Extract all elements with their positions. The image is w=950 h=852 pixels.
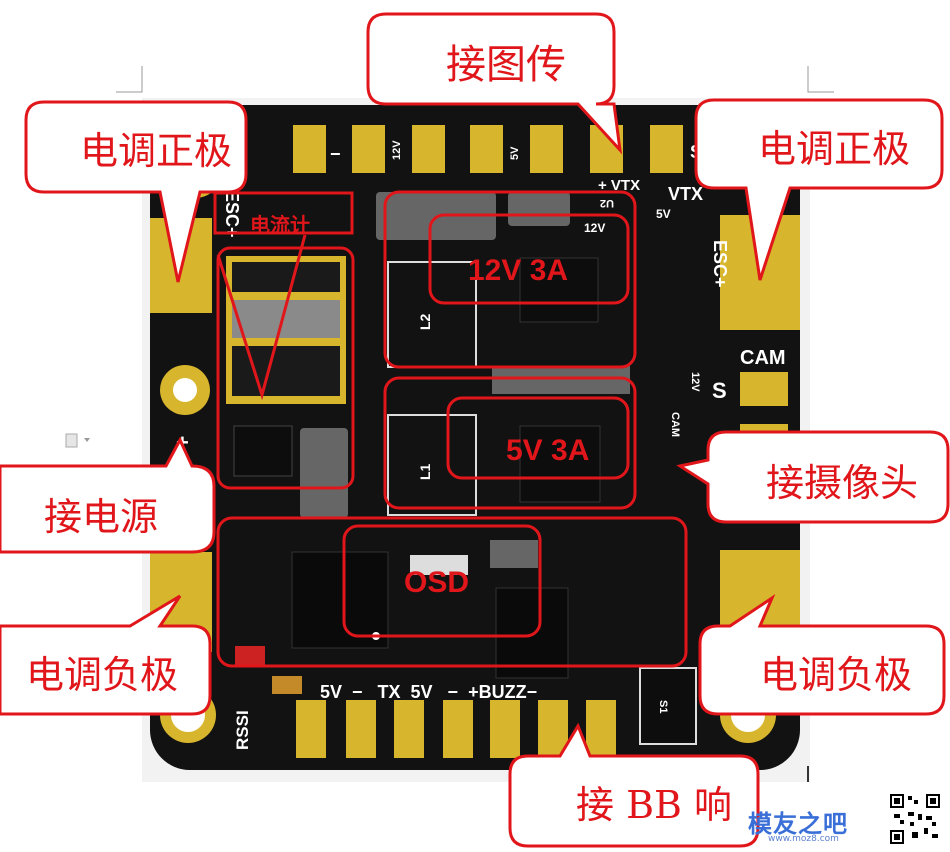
callout-camera-text: 接摄像头: [766, 461, 918, 505]
qr-code-icon: [888, 792, 942, 846]
silk-l1: L1: [417, 463, 433, 480]
silk-bottom-row: 5V − TX 5V − +BUZZ−: [320, 682, 537, 702]
callout-buzzer-text: 接 BB 响: [576, 783, 732, 827]
silk-vtx-main: VTX: [668, 184, 703, 204]
silk-l2: L2: [417, 313, 433, 330]
label-12v: 12V 3A: [468, 254, 568, 287]
callout-power: 接电源: [0, 436, 216, 554]
silk-u2: U2: [600, 197, 614, 209]
silk-vtx-plus: + VTX: [598, 177, 640, 194]
callout-power-text: 接电源: [44, 495, 158, 539]
label-5v: 5V 3A: [506, 434, 589, 467]
callout-esc-negative-left: 电调负极: [0, 594, 212, 716]
page-corner-marks: [116, 66, 834, 782]
callout-buzzer: 接 BB 响: [508, 722, 760, 848]
callout-vtx-text: 接图传: [446, 42, 566, 88]
current-meter-box: [213, 191, 354, 235]
callout-esc-positive-right-text: 电调正极: [758, 127, 910, 171]
silk-esc-right: ESC+: [710, 240, 730, 288]
callout-esc-positive-left-text: 电调正极: [80, 129, 232, 173]
silk-esc-left: ESC+: [222, 190, 242, 238]
callout-esc-positive-right: 电调正极: [694, 98, 944, 281]
silk-top-12v: 12V: [391, 140, 403, 160]
reg-12v-box: [383, 190, 637, 369]
callout-esc-positive-left: 电调正极: [24, 100, 248, 283]
silk-cam: CAM: [740, 347, 786, 369]
bottom-header-pads: [296, 700, 616, 758]
top-header-pads: [293, 125, 683, 173]
board-annotations: [213, 190, 688, 668]
silk-s-cam: S: [712, 378, 727, 403]
callout-esc-negative-left-text: 电调负极: [26, 653, 178, 697]
reg-5v-box: [383, 376, 637, 510]
callout-esc-negative-right-text: 电调负极: [760, 653, 912, 697]
watermark-brand: 模友之吧: [748, 810, 848, 838]
watermark-url: www.moz8.com: [768, 834, 839, 844]
label-osd: OSD: [404, 566, 469, 599]
watermark: 模友之吧 www.moz8.com: [748, 792, 948, 850]
silk-top-5v: 5V: [509, 146, 521, 160]
callout-camera: 接摄像头: [676, 430, 950, 524]
label-current-meter: 电流计: [250, 213, 310, 237]
silk-vtx-12v: 12V: [584, 221, 605, 235]
silk-12v-small: 12V: [689, 372, 701, 392]
silk-rssi: RSSI: [233, 710, 252, 750]
silk-s1: S1: [657, 700, 669, 713]
callout-esc-negative-right: 电调负极: [698, 593, 946, 716]
silk-vtx-5v: 5V: [656, 207, 671, 221]
callout-vtx: 接图传: [366, 12, 623, 155]
osd-box: [216, 516, 688, 668]
silk-cam-small: CAM: [669, 412, 681, 437]
silk-top-dash: −: [330, 144, 341, 164]
document-icon: [65, 433, 90, 448]
